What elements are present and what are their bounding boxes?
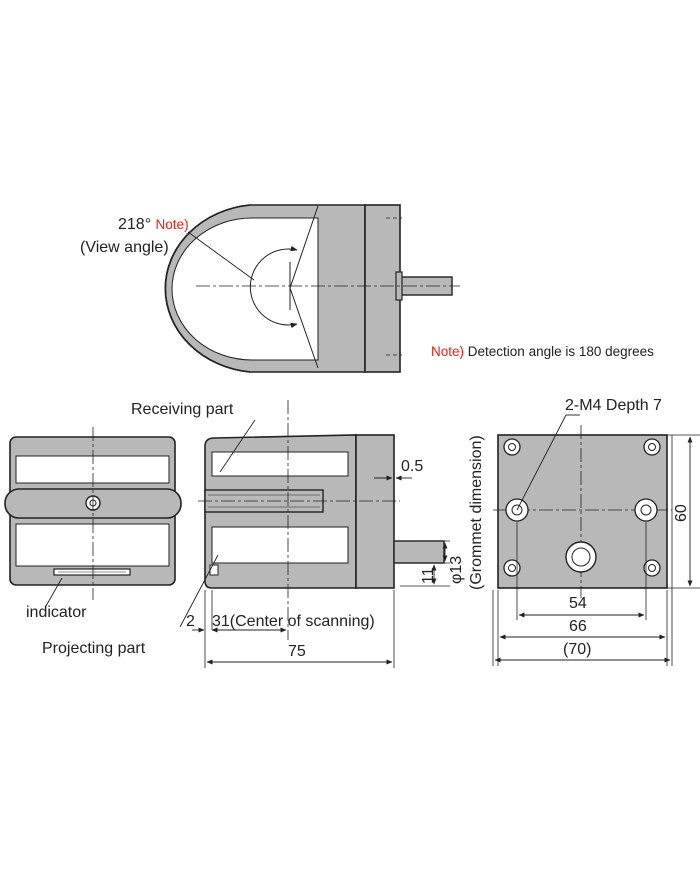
projecting-part-label: Projecting part <box>42 640 146 657</box>
top-view <box>164 204 460 373</box>
dim-70: (70) <box>563 641 592 658</box>
detection-note-marker: Note) <box>431 344 465 359</box>
dim-phi13: φ13 <box>448 555 465 584</box>
dim-31: 31(Center of scanning) <box>212 613 375 630</box>
dim-66: 66 <box>569 618 587 635</box>
indicator-label: indicator <box>26 604 87 621</box>
top-view-rear-block <box>364 204 401 373</box>
angle-note: Note) <box>155 217 189 232</box>
dim-60: 60 <box>673 504 690 522</box>
side-cable <box>393 540 445 564</box>
angle-value: 218° <box>118 216 152 233</box>
dim-11: 11 <box>420 567 437 584</box>
side-profile-view <box>179 400 450 668</box>
front-face-view <box>4 427 182 607</box>
hole-label: 2-M4 Depth 7 <box>565 397 662 414</box>
corner-screw-icon <box>503 438 661 577</box>
detection-note: Note) Detection angle is 180 degrees <box>431 345 654 359</box>
dim-54: 54 <box>569 595 587 612</box>
view-angle-arc <box>249 245 298 329</box>
angle-label: 218° Note) <box>118 217 189 233</box>
receiving-part-label: Receiving part <box>131 401 234 418</box>
detection-note-text: Detection angle is 180 degrees <box>467 344 654 359</box>
cable-outlet-icon <box>565 541 597 573</box>
dim-0-5: 0.5 <box>401 458 424 475</box>
dim-2: 2 <box>186 613 195 630</box>
dim-75: 75 <box>288 643 306 660</box>
rear-view <box>492 414 700 666</box>
view-angle-label: (View angle) <box>80 239 169 256</box>
grommet-label: (Grommet dimension) <box>468 435 485 590</box>
